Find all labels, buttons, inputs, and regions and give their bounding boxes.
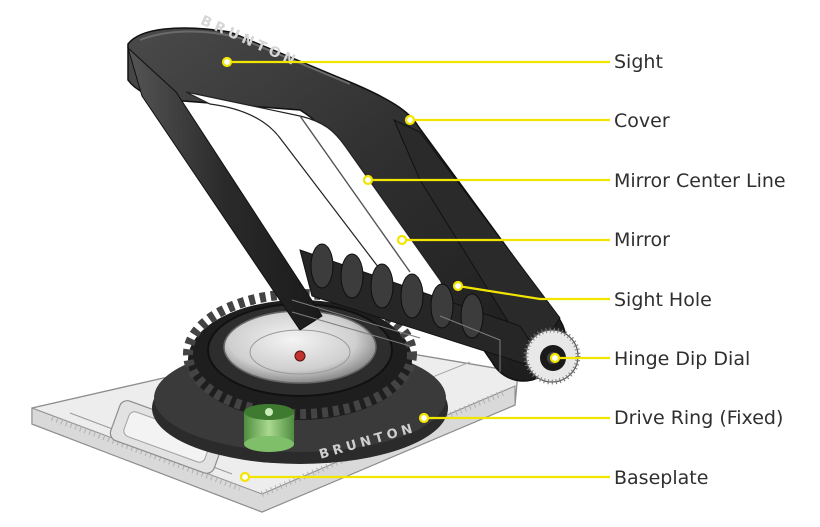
dot-cover: [404, 114, 416, 126]
label-mirror-center-line: Mirror Center Line: [614, 170, 786, 192]
label-sight-hole: Sight Hole: [614, 289, 712, 311]
dot-drive-ring: [418, 412, 430, 424]
dot-baseplate: [239, 471, 251, 483]
dot-mirror-center-line: [362, 174, 374, 186]
mirror-center-line: [299, 115, 411, 273]
dot-sight-hole: [452, 280, 464, 292]
leader-lines: [227, 60, 610, 479]
label-drive-ring: Drive Ring (Fixed): [614, 407, 783, 429]
dot-sight: [221, 56, 233, 68]
label-hinge-dip-dial: Hinge Dip Dial: [614, 348, 750, 370]
label-mirror: Mirror: [614, 229, 670, 251]
label-sight: Sight: [614, 51, 663, 73]
label-cover: Cover: [614, 110, 670, 132]
label-baseplate: Baseplate: [614, 467, 708, 489]
drive-ring: BRUNTON: [152, 289, 448, 464]
dot-mirror: [396, 234, 408, 246]
dot-hinge-dip-dial: [549, 352, 561, 364]
labels: Sight Cover Mirror Center Line Mirror Si…: [614, 51, 786, 489]
bubble-vial: [244, 404, 294, 452]
leader-sight-hole: [457, 284, 610, 301]
leader-dots: [221, 56, 561, 483]
sight-vane: [291, 299, 501, 372]
